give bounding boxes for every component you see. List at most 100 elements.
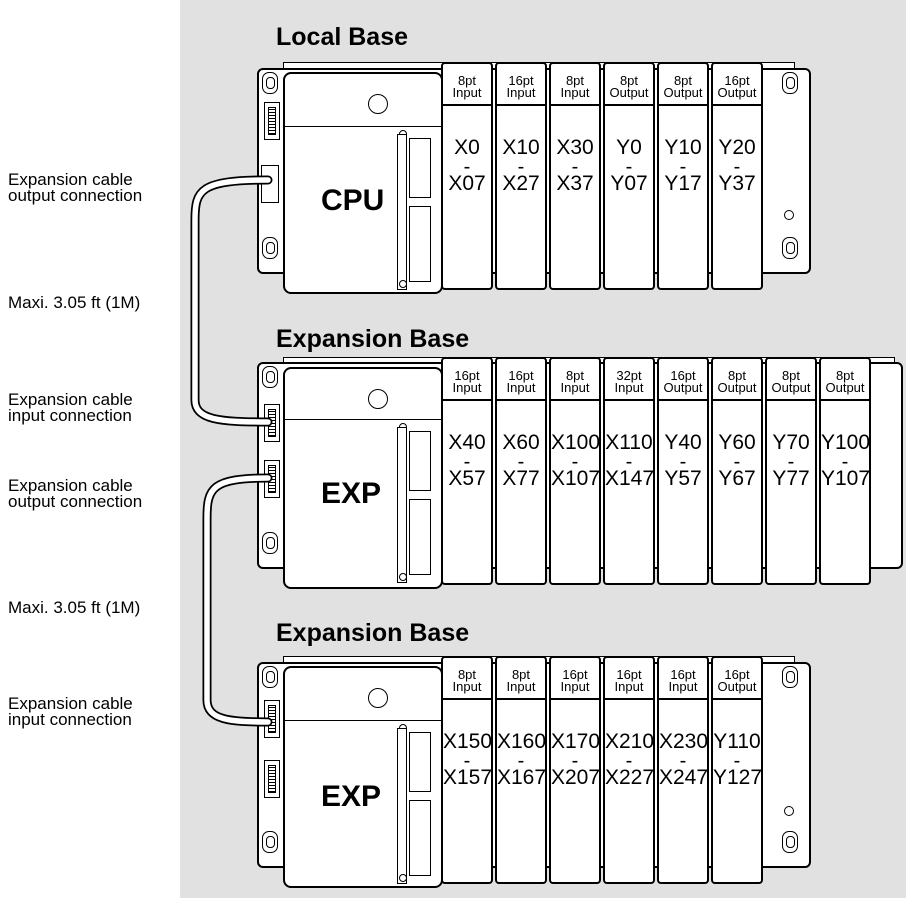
module-range-dash: - bbox=[679, 451, 687, 473]
module-end-address: Y67 bbox=[718, 467, 756, 490]
module-type-label: Output bbox=[717, 679, 757, 694]
expansion-cable-input-connection-label-1: Expansion cable input connection bbox=[8, 390, 133, 425]
module-start-address: X30 bbox=[556, 136, 594, 159]
module-end-address: X27 bbox=[502, 172, 540, 195]
max-cable-length-label-2: Maxi. 3.05 ft (1M) bbox=[8, 598, 141, 617]
exp-label: EXP bbox=[321, 477, 382, 510]
module-type-label: Output bbox=[771, 380, 811, 395]
exp-indicator-icon bbox=[368, 688, 388, 708]
module-points-label: 16pt bbox=[724, 73, 750, 88]
mounting-hole-icon bbox=[262, 532, 278, 554]
module-end-address: X77 bbox=[502, 467, 540, 490]
exp-module: EXP bbox=[283, 666, 443, 888]
module-start-address: X230 bbox=[659, 730, 709, 753]
module-points-label: 16pt bbox=[562, 667, 588, 682]
module-type-label: Input bbox=[668, 679, 698, 694]
mounting-hole-icon bbox=[262, 831, 278, 853]
module-range-dash: - bbox=[463, 750, 471, 772]
module-start-address: X110 bbox=[605, 431, 653, 454]
cpu-rail bbox=[397, 134, 407, 290]
module-header bbox=[605, 64, 653, 106]
expansion-cable-output-connection-label-1: Expansion cable output connection bbox=[8, 170, 143, 205]
exp-divider bbox=[285, 419, 441, 420]
module-points-label: 8pt bbox=[835, 368, 855, 383]
module-start-address: X150 bbox=[443, 730, 493, 753]
module-header bbox=[605, 658, 653, 700]
expansion-output-port-icon bbox=[264, 460, 280, 498]
exp-slot bbox=[409, 499, 431, 575]
expansion-output-port-icon bbox=[261, 165, 279, 203]
module-header bbox=[551, 64, 599, 106]
module-start-address: Y40 bbox=[664, 431, 702, 454]
expansion-base-1-title: Expansion Base bbox=[276, 325, 470, 353]
module-type-label: Input bbox=[452, 380, 482, 395]
module-end-address: Y77 bbox=[772, 467, 810, 490]
module-end-address: X207 bbox=[551, 766, 601, 789]
cpu-label: CPU bbox=[321, 184, 385, 217]
module-start-address: Y0 bbox=[616, 136, 642, 159]
mounting-hole-icon bbox=[782, 237, 798, 259]
exp-rail bbox=[397, 427, 407, 583]
expansion-input-port-icon bbox=[264, 404, 280, 442]
module-start-address: Y100 bbox=[821, 431, 871, 454]
exp-dot-icon bbox=[399, 874, 407, 882]
module-end-address: Y57 bbox=[664, 467, 702, 490]
module-header bbox=[713, 64, 761, 106]
module-start-address: X170 bbox=[551, 730, 601, 753]
module-end-address: Y17 bbox=[664, 172, 702, 195]
module-end-address: X07 bbox=[448, 172, 486, 195]
module-start-address: Y60 bbox=[718, 431, 756, 454]
module-points-label: 8pt bbox=[673, 73, 693, 88]
module-points-label: 32pt bbox=[616, 368, 642, 383]
module-end-address: X227 bbox=[605, 766, 655, 789]
module-type-label: Input bbox=[560, 679, 590, 694]
module-points-label: 8pt bbox=[565, 73, 585, 88]
module-points-label: 8pt bbox=[619, 73, 639, 88]
module-header bbox=[659, 64, 707, 106]
module-range-dash: - bbox=[679, 750, 687, 772]
module-points-label: 16pt bbox=[724, 667, 750, 682]
module-header bbox=[443, 359, 491, 401]
mounting-hole-icon bbox=[782, 666, 798, 688]
module-range-dash: - bbox=[571, 750, 579, 772]
module-end-address: Y127 bbox=[713, 766, 763, 789]
exp-label: EXP bbox=[321, 780, 382, 813]
cpu-module: CPU bbox=[283, 72, 443, 294]
module-start-address: X60 bbox=[502, 431, 540, 454]
exp-slot bbox=[409, 431, 431, 491]
module-start-address: X10 bbox=[502, 136, 540, 159]
module-header bbox=[767, 359, 815, 401]
module-points-label: 8pt bbox=[565, 368, 585, 383]
module-header bbox=[497, 359, 545, 401]
module-end-address: Y37 bbox=[718, 172, 756, 195]
module-range-dash: - bbox=[679, 156, 687, 178]
module-start-address: Y10 bbox=[664, 136, 702, 159]
expansion-base-2-title: Expansion Base bbox=[276, 619, 470, 647]
expansion-port-icon bbox=[264, 760, 280, 798]
module-type-label: Output bbox=[717, 85, 757, 100]
module-range-dash: - bbox=[625, 156, 633, 178]
module-end-address: Y07 bbox=[610, 172, 648, 195]
module-end-address: X147 bbox=[605, 467, 655, 490]
module-start-address: Y110 bbox=[713, 730, 761, 753]
module-points-label: 16pt bbox=[508, 73, 534, 88]
module-start-address: X0 bbox=[454, 136, 480, 159]
module-end-address: X157 bbox=[443, 766, 493, 789]
module-start-address: X100 bbox=[551, 431, 601, 454]
expansion-port-icon bbox=[264, 102, 280, 140]
exp-rail bbox=[397, 728, 407, 884]
module-range-dash: - bbox=[841, 451, 849, 473]
expansion-input-port-icon bbox=[264, 700, 280, 738]
mounting-hole-icon bbox=[782, 72, 798, 94]
module-type-label: Input bbox=[452, 679, 482, 694]
module-points-label: 8pt bbox=[457, 73, 477, 88]
